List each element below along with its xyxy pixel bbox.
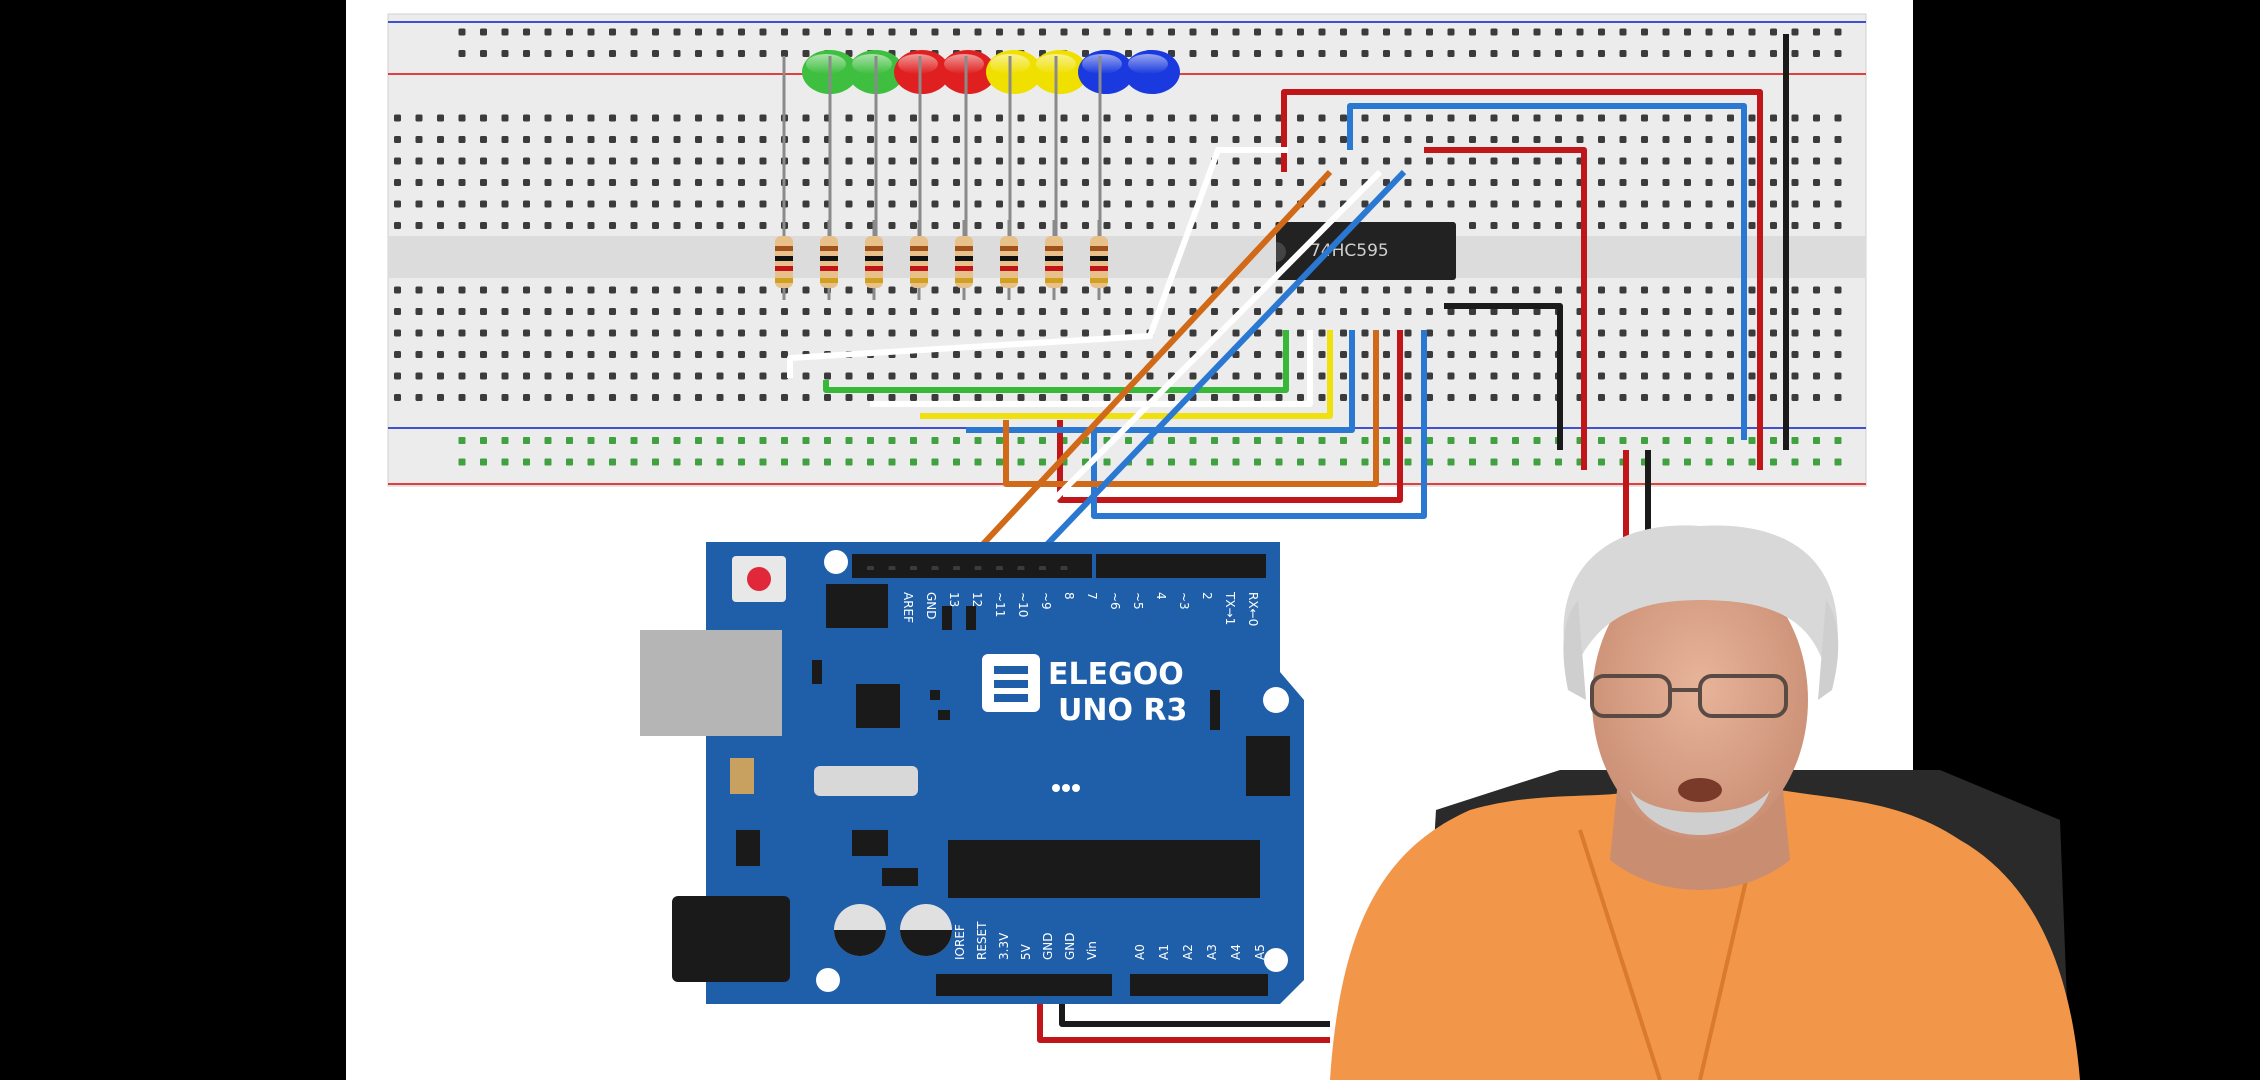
- presenter-overlay: [1330, 525, 2080, 1080]
- board-model: UNO R3: [1058, 693, 1187, 728]
- led: [894, 50, 950, 94]
- led: [1078, 50, 1134, 94]
- pin-label: AREF: [901, 592, 915, 623]
- pin-label: 8: [1062, 592, 1076, 600]
- pin-label: 7: [1085, 592, 1099, 600]
- pin-label: ~3: [1177, 592, 1191, 610]
- led: [1124, 50, 1180, 94]
- pin-label: A4: [1229, 944, 1243, 960]
- pin-label: ~6: [1108, 592, 1122, 610]
- pin-label: ~5: [1131, 592, 1145, 610]
- pin-label: A1: [1157, 944, 1171, 960]
- resistor: [865, 220, 883, 300]
- pin-label: 2: [1200, 592, 1214, 600]
- pin-label: GND: [1063, 932, 1077, 960]
- pin-label: A3: [1205, 944, 1219, 960]
- pin-label: GND: [924, 592, 938, 620]
- presenter-shirt: [1330, 790, 2080, 1080]
- pin-label: 13: [947, 592, 961, 607]
- power-jack: [672, 896, 790, 982]
- pin-label: GND: [1041, 932, 1055, 960]
- resistor-row: [775, 220, 1108, 300]
- pin-label: 5V: [1019, 943, 1033, 960]
- led: [940, 50, 996, 94]
- usb-port: [640, 630, 782, 736]
- upper-terminal-strip: [392, 108, 1852, 236]
- pin-label: 12: [970, 592, 984, 607]
- analog-header: [1130, 974, 1268, 996]
- pin-label: ~10: [1016, 592, 1030, 617]
- arduino-board: ELEGOO UNO R3: [640, 542, 1304, 1004]
- pin-label: A0: [1133, 944, 1147, 960]
- power-pin-labels: IOREF RESET 3.3V 5V GND GND Vin: [953, 921, 1099, 960]
- resistor: [955, 220, 973, 300]
- resistor: [910, 220, 928, 300]
- glasses-icon: [1590, 674, 1788, 718]
- pin-label: RESET: [975, 921, 989, 960]
- elegoo-logo: [982, 654, 1040, 712]
- pin-label: RX←0: [1246, 592, 1260, 626]
- pin-label: A5: [1253, 944, 1267, 960]
- analog-pin-labels: A0 A1 A2 A3 A4 A5: [1133, 944, 1267, 960]
- pin-label: IOREF: [953, 924, 967, 960]
- digital-pin-labels: AREF GND 13 12 ~11 ~10 ~9 8 7 ~6 ~5 4 ~3 2 TX→1 RX←0: [901, 591, 1260, 626]
- pin-label: Vin: [1085, 941, 1099, 960]
- atmega-chip: [948, 840, 1260, 898]
- pin-label: TX→1: [1223, 591, 1237, 625]
- board-brand: ELEGOO: [1048, 657, 1184, 692]
- resistor: [1045, 220, 1063, 300]
- pin-label: ~9: [1039, 592, 1053, 610]
- power-header: [936, 974, 1112, 996]
- lower-terminal-strip: [392, 280, 1852, 408]
- pin-label: A2: [1181, 944, 1195, 960]
- pin-label: 4: [1154, 592, 1168, 600]
- pin-label: 3.3V: [997, 932, 1011, 960]
- pin-label: ~11: [993, 592, 1007, 617]
- digital-header-right: [1096, 554, 1266, 578]
